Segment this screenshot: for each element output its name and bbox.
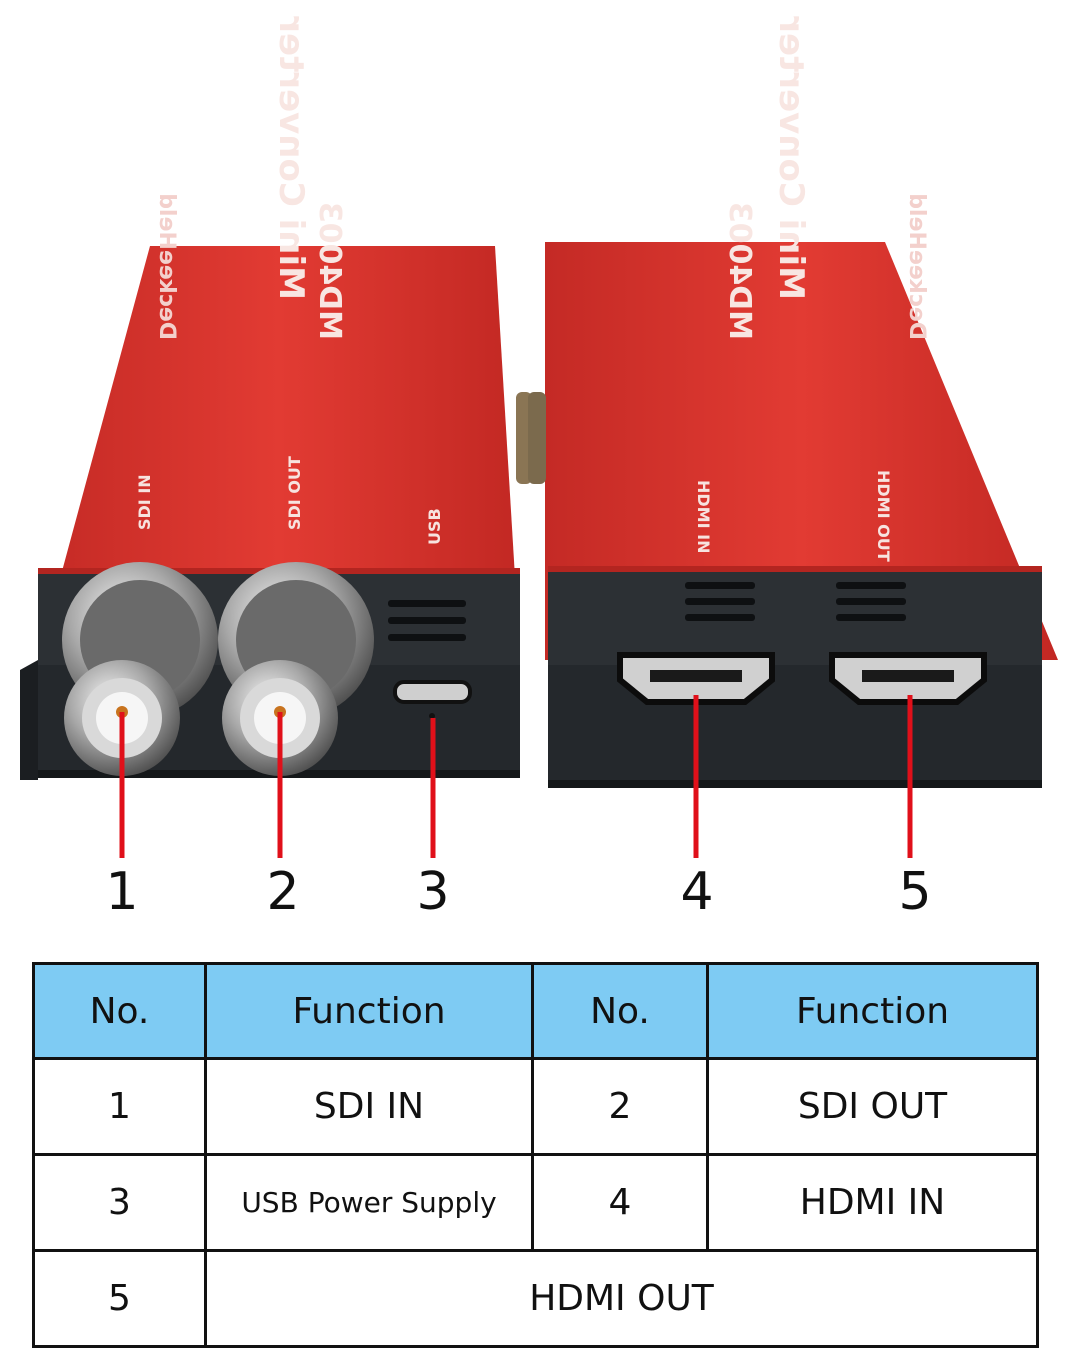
cell-no: 4 [531, 1153, 709, 1252]
cell-no: 1 [32, 1057, 207, 1156]
callout-number-5: 5 [898, 862, 932, 922]
cell-function: SDI IN [204, 1057, 534, 1156]
vent-slots-icon [685, 582, 906, 621]
callout-lines [119, 695, 913, 858]
cell-function: HDMI IN [706, 1153, 1039, 1252]
cell-no: 3 [32, 1153, 207, 1252]
left-device: DeckeeHeld Mini Converter MD4003 SDI IN … [20, 16, 532, 780]
product-photo: DeckeeHeld Mini Converter MD4003 SDI IN … [20, 16, 1058, 858]
right-port-label-hdmi-out: HDMI OUT [874, 470, 893, 562]
callout-number-2: 2 [266, 862, 300, 922]
port-function-table: No. Function No. Function 1 SDI IN 2 SDI… [32, 962, 1039, 1348]
table-row: 1 SDI IN 2 SDI OUT [32, 1057, 1039, 1156]
left-model-line1: Mini Converter [271, 16, 311, 300]
callout-number-3: 3 [416, 862, 450, 922]
cell-no: 5 [32, 1249, 207, 1348]
left-model: MD4003 [312, 202, 347, 340]
right-device: DeckeeHeld Mini Converter MD4003 HDMI IN… [528, 16, 1058, 788]
right-brand: DeckeeHeld [904, 193, 929, 340]
right-model: MD4003 [722, 202, 757, 340]
header-function: Function [706, 962, 1039, 1060]
cell-no: 2 [531, 1057, 709, 1156]
right-device-print: DeckeeHeld Mini Converter MD4003 [722, 16, 929, 340]
cell-function: SDI OUT [706, 1057, 1039, 1156]
table-row: 5 HDMI OUT [32, 1249, 1039, 1348]
hdmi-port-icon [617, 652, 775, 705]
right-port-label-hdmi-in: HDMI IN [694, 480, 713, 553]
callout-number-1: 1 [105, 862, 139, 922]
cell-function: HDMI OUT [204, 1249, 1039, 1348]
hdmi-port-icon [829, 652, 987, 705]
header-no: No. [531, 962, 709, 1060]
left-port-label-usb: USB [425, 508, 444, 545]
left-brand: DeckeeHeld [154, 193, 179, 340]
left-port-label-sdi-out: SDI OUT [285, 456, 304, 530]
header-no: No. [32, 962, 207, 1060]
vent-slots-icon [388, 600, 466, 641]
cell-function: USB Power Supply [204, 1153, 534, 1252]
callout-number-4: 4 [680, 862, 714, 922]
right-model-line1: Mini Converter [771, 16, 811, 300]
header-function: Function [204, 962, 534, 1060]
table-row: 3 USB Power Supply 4 HDMI IN [32, 1153, 1039, 1252]
usb-port-icon [393, 680, 472, 704]
left-device-print: DeckeeHeld Mini Converter MD4003 [154, 16, 347, 340]
left-port-label-sdi-in: SDI IN [135, 474, 154, 530]
table-header-row: No. Function No. Function [32, 962, 1039, 1060]
